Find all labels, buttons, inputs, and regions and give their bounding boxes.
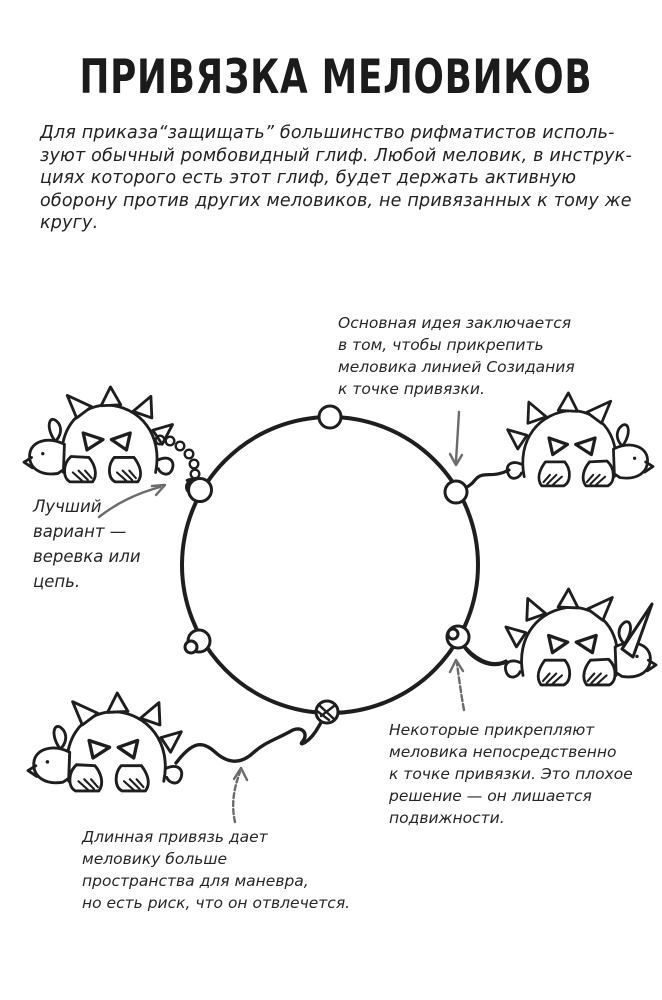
unicorn-horn <box>620 602 654 659</box>
chalkling-bottom-left <box>26 691 184 793</box>
direct-tether <box>459 640 508 667</box>
attachment-loop-upper-right <box>443 479 469 505</box>
attachment-loop-top <box>317 404 343 430</box>
annotation-best-option: Лучший вариант — веревка или цепь. <box>33 497 141 591</box>
arrow-to-chain <box>97 483 167 519</box>
arrow-to-direct-attach <box>448 658 466 712</box>
attachment-loop-upper-left <box>187 477 213 503</box>
attachment-loop-bottom <box>314 699 340 725</box>
attachment-loop-lower-left <box>183 628 212 655</box>
annotation-attach-idea: Основная идея заключается в том, чтобы п… <box>338 314 575 398</box>
arrow-to-long-rope <box>232 766 249 824</box>
arrow-to-attach-point <box>448 410 464 467</box>
intro-paragraph: Для приказа“защищать” большинство рифмат… <box>40 123 632 233</box>
chalkling-top-left <box>22 385 175 484</box>
binding-circle <box>180 415 480 715</box>
page-title: ПРИВЯЗКА МЕЛОВИКОВ <box>79 50 593 105</box>
chalkling-top-right <box>505 391 655 488</box>
long-rope-tether <box>174 711 330 765</box>
attachment-loop-lower-right <box>445 624 471 650</box>
annotation-long-tether: Длинная привязь дает меловику больше про… <box>82 828 351 912</box>
annotation-direct-attach: Некоторые прикрепляют меловика непосредс… <box>389 721 633 827</box>
